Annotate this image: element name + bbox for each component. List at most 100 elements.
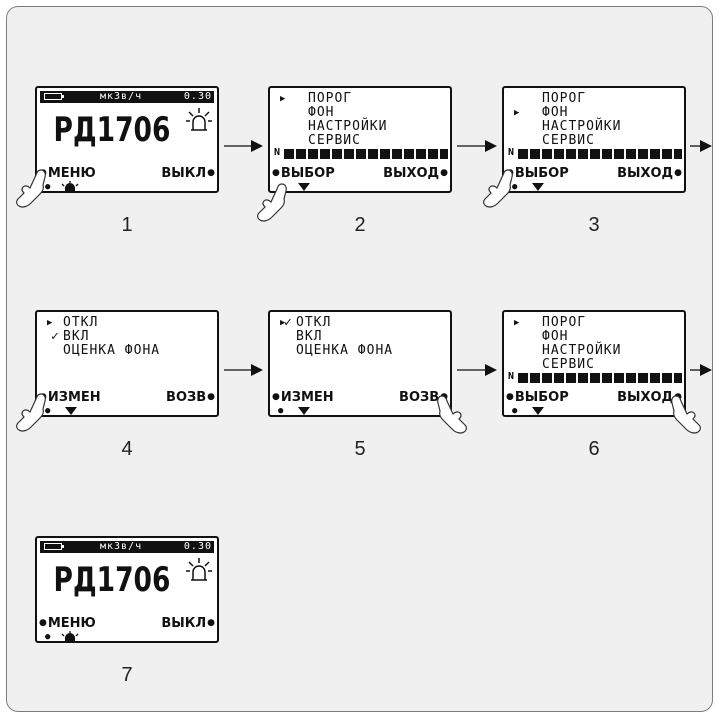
device-model: РД1706 [54,560,171,600]
menu-item-label: ПОРОГ [542,91,586,106]
down-arrow-icon [298,183,310,191]
menu-item[interactable]: НАСТРОЙКИ [510,344,680,358]
hand-pointer-icon [434,394,468,434]
flow-arrow-1 [224,139,263,153]
dose-unit: мкЗв/ч [100,91,142,103]
right-softkey[interactable]: ВЫКЛ [161,166,215,181]
left-softkey[interactable]: ВЫБОР [272,166,335,181]
hand-pointer-icon [256,182,290,222]
menu-item-label: ОТКЛ [63,315,98,330]
flow-arrow-out-2 [690,363,712,377]
menu-item[interactable]: НАСТРОЙКИ [276,120,446,134]
step-number-2: 2 [340,214,380,237]
menu-item-label: НАСТРОЙКИ [308,119,387,134]
device-model: РД1706 [54,110,171,150]
down-arrow-icon [65,407,77,415]
bar-label: N [508,371,514,382]
menu-item[interactable]: ▶ ОТКЛ [43,316,213,330]
menu-list: ПОРОГ▶ФОННАСТРОЙКИСЕРВИС [510,92,680,148]
alarm-light-icon [185,556,213,584]
hand-pointer-icon [256,182,290,222]
menu-item[interactable]: ОЦЕНКА ФОНА [276,344,446,358]
step-number-6: 6 [574,438,614,461]
menu-item[interactable]: СЕРВИС [276,134,446,148]
level-bar: N [508,372,682,384]
menu-item-label: НАСТРОЙКИ [542,343,621,358]
flow-arrow-4 [457,363,497,377]
bar-label: N [274,147,280,158]
left-softkey[interactable]: МЕНЮ [39,616,96,631]
menu-item[interactable]: ▶ПОРОГ [510,316,680,330]
step-number-7: 7 [107,664,147,687]
menu-item-label: ВКЛ [63,329,89,344]
menu-item-label: ВКЛ [296,329,322,344]
sub-dot: ● [45,632,50,642]
menu-item-label: ФОН [542,329,568,344]
bar-blocks [518,373,682,383]
menu-item[interactable]: НАСТРОЙКИ [510,120,680,134]
light-icon [59,631,81,643]
menu-item-label: ФОН [542,105,568,120]
step-number-3: 3 [574,214,614,237]
menu-item-label: ОТКЛ [296,315,331,330]
menu-item[interactable]: ОЦЕНКА ФОНА [43,344,213,358]
sub-dot: ● [278,406,283,416]
hand-pointer-icon [668,394,702,434]
bar-blocks [518,149,682,159]
left-softkey[interactable]: ВЫБОР [506,390,569,405]
right-softkey[interactable]: ВОЗВ [166,390,215,405]
menu-item[interactable]: ВКЛ [276,330,446,344]
menu-item-label: ПОРОГ [308,91,352,106]
hand-pointer-icon [434,394,468,434]
right-softkey[interactable]: ВЫКЛ [161,616,215,631]
menu-item[interactable]: ▶ФОН [510,106,680,120]
battery-icon [44,543,62,550]
dose-reading: 0.30 [184,91,212,103]
level-bar: N [274,148,448,160]
level-bar: N [508,148,682,160]
menu-item[interactable]: СЕРВИС [510,358,680,372]
menu-item[interactable]: ФОН [510,330,680,344]
menu-item-label: СЕРВИС [542,133,595,148]
menu-item[interactable]: ФОН [276,106,446,120]
menu-item[interactable]: ПОРОГ [510,92,680,106]
alarm-light-icon [185,106,213,134]
menu-item-label: НАСТРОЙКИ [542,119,621,134]
light-icon [59,181,81,193]
sub-dot: ● [512,406,517,416]
left-softkey[interactable]: ИЗМЕН [272,390,334,405]
hand-pointer-icon [15,168,49,208]
step-number-4: 4 [107,438,147,461]
hand-pointer-icon [15,392,49,432]
bar-blocks [284,149,448,159]
hand-pointer-icon [668,394,702,434]
check-icon: ✓ [51,330,60,344]
pointer-icon: ▶ [514,316,520,330]
menu-item[interactable]: ▶ ПОРОГ [276,92,446,106]
menu-item-label: ФОН [308,105,334,120]
flow-arrow-3 [224,363,263,377]
right-softkey[interactable]: ВЫХОД [383,166,448,181]
right-softkey[interactable]: ВЫХОД [617,166,682,181]
menu-item[interactable]: ✓ВКЛ [43,330,213,344]
pointer-icon: ▶ [47,316,53,330]
flow-arrow-2 [457,139,497,153]
hand-pointer-icon [15,392,49,432]
hand-pointer-icon [482,168,516,208]
pointer-icon: ▶ [280,92,286,106]
menu-item[interactable]: ▶✓ОТКЛ [276,316,446,330]
status-bar: мкЗв/ч 0.30 [40,91,214,103]
menu-item[interactable]: СЕРВИС [510,134,680,148]
down-arrow-icon [532,183,544,191]
